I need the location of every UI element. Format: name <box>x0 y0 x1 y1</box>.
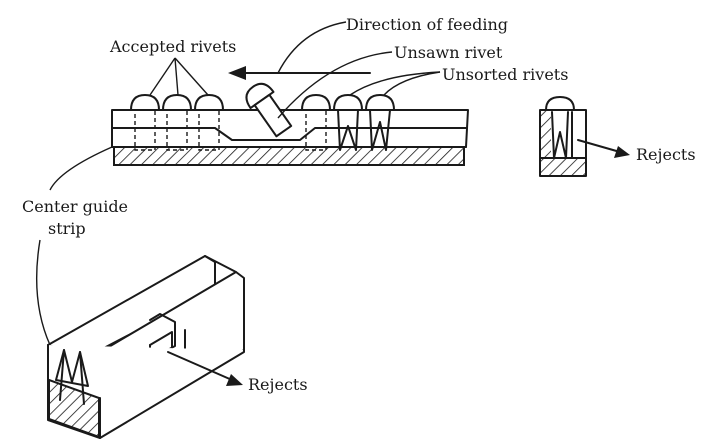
center-guide-strip <box>47 255 245 439</box>
label-center-guide-strip: strip <box>48 219 86 238</box>
accepted-rivet <box>130 94 160 151</box>
label-accepted-rivets: Accepted rivets <box>109 37 236 56</box>
unsorted-rivet <box>301 94 331 151</box>
leader-accepted-3 <box>174 57 209 96</box>
unsorted-rivet-split <box>365 94 395 151</box>
label-direction-of-feeding: Direction of feeding <box>346 15 508 34</box>
feed-rail-assembly <box>111 109 469 166</box>
unsorted-rivets-group <box>301 94 395 151</box>
leader-unsawn <box>277 51 393 119</box>
accepted-rivets-group <box>130 94 224 151</box>
label-unsorted-rivets: Unsorted rivets <box>442 65 568 84</box>
label-rejects-bottom: Rejects <box>248 375 308 394</box>
direction-arrow <box>228 66 371 80</box>
leader-center-guide <box>49 146 113 191</box>
feed-rail-slot <box>111 127 467 141</box>
rejects-arrow-right <box>577 139 630 158</box>
label-rejects-right: Rejects <box>636 145 696 164</box>
leader-unsorted-1 <box>383 71 441 96</box>
reject-cross-section <box>539 96 587 177</box>
unsorted-rivet-split <box>333 94 363 151</box>
leader-accepted-2 <box>174 57 179 96</box>
accepted-rivet <box>194 94 224 151</box>
leader-unsorted-2 <box>349 71 441 96</box>
label-center-guide: Center guide <box>22 197 128 216</box>
leader-center-guide-2 <box>35 239 51 346</box>
leader-direction <box>277 21 347 74</box>
unsawn-rivet <box>245 82 293 138</box>
label-unsawn-rivet: Unsawn rivet <box>394 43 503 62</box>
leader-accepted-1 <box>149 57 176 96</box>
rejects-arrow-bottom <box>167 351 243 386</box>
accepted-rivet <box>162 94 192 151</box>
